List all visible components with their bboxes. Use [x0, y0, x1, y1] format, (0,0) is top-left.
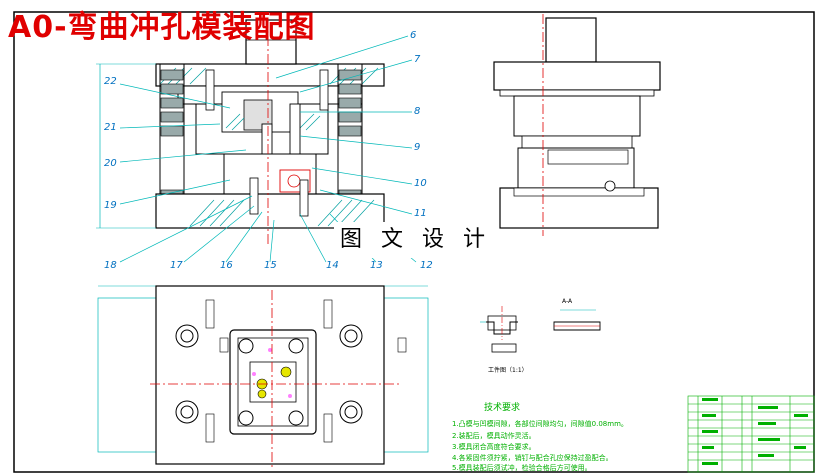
part-number-labels: 22 21 20 19 18 6 7 8 9 10 11 17 16 15 14… [104, 30, 433, 271]
part-number: 6 [410, 30, 416, 41]
part-number: 12 [420, 260, 433, 271]
side-view [493, 14, 661, 236]
tech-line: 1.凸模与凹模间隙，各部位间隙均匀，间隙值0.08mm。 [452, 419, 628, 428]
tech-line: 3.模具闭合高度符合要求。 [452, 442, 536, 451]
sheet-border [13, 11, 815, 473]
parts-list-table [687, 395, 815, 473]
part-number: 21 [104, 122, 117, 133]
workpiece-label: 工件图（1:1） [488, 366, 528, 374]
part-number: 9 [414, 142, 420, 153]
part-number: 7 [414, 54, 421, 65]
tech-line: 5.模具装配后须试冲，检验合格后方可使用。 [452, 463, 592, 472]
detail-label: A-A [562, 298, 573, 305]
front-section-view [96, 18, 385, 244]
part-number: 15 [264, 260, 277, 271]
tech-requirements: 技术要求 1.凸模与凹模间隙，各部位间隙均匀，间隙值0.08mm。 2.装配后，… [452, 401, 628, 472]
drawing-title: A0-弯曲冲孔模装配图 [8, 10, 316, 45]
tech-line: 4.各紧固件须拧紧，销钉与配合孔应保持过盈配合。 [452, 453, 613, 462]
workpiece-detail [480, 306, 601, 353]
part-number: 16 [220, 260, 233, 271]
part-number: 14 [326, 260, 339, 271]
plan-view [97, 285, 429, 470]
part-number: 13 [370, 260, 383, 271]
part-number: 20 [104, 158, 117, 169]
part-number: 18 [104, 260, 117, 271]
part-number: 22 [104, 76, 117, 87]
tech-line: 2.装配后，模具动作灵活。 [452, 431, 536, 440]
part-number: 10 [414, 178, 427, 189]
watermark-label: 图 文 设 计 [334, 222, 498, 258]
part-number: 11 [414, 208, 427, 219]
table-text-marks [702, 398, 808, 465]
leader-lines [119, 35, 417, 263]
part-number: 17 [170, 260, 183, 271]
part-number: 8 [414, 106, 420, 117]
tech-title: 技术要求 [484, 401, 520, 413]
part-number: 19 [104, 200, 117, 211]
